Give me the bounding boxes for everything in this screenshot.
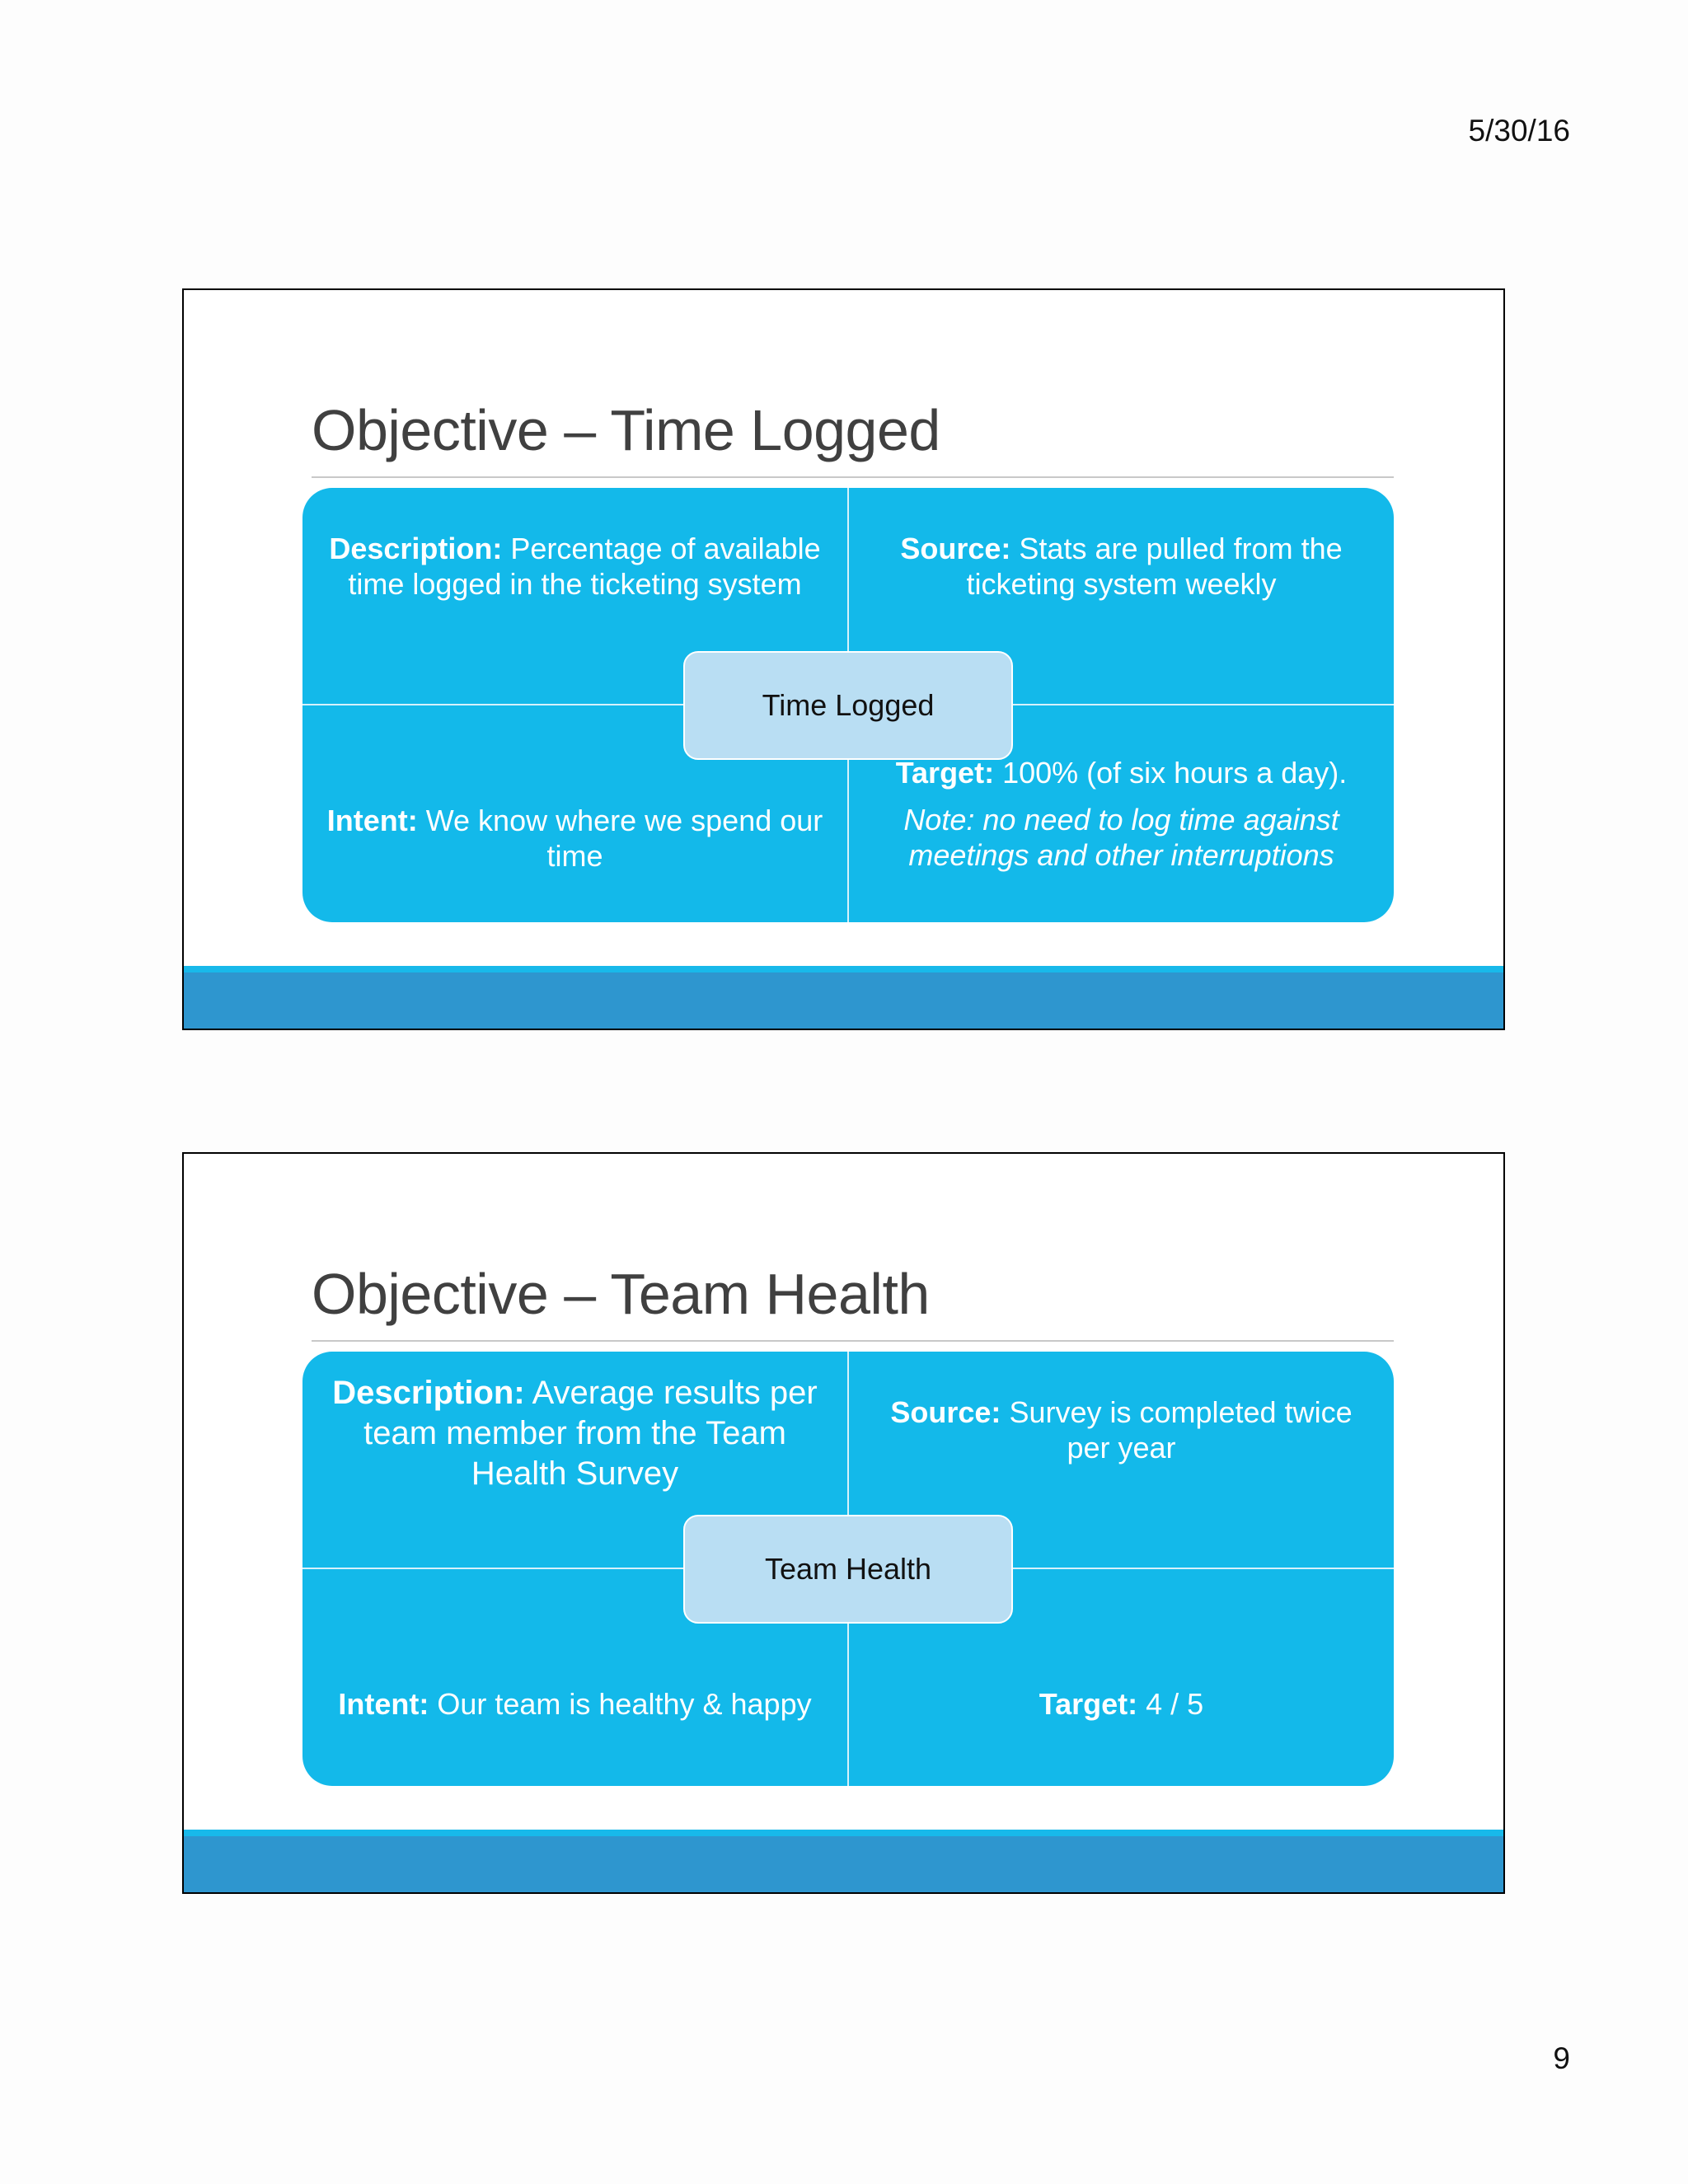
intent-text: We know where we spend our time	[417, 804, 823, 873]
footer-bar	[184, 1836, 1503, 1892]
target-label: Target:	[895, 756, 995, 790]
slide-time-logged: Objective – Time Logged Description: Per…	[182, 288, 1505, 1030]
objective-matrix: Description: Average results per team me…	[302, 1352, 1394, 1786]
intent-label: Intent:	[338, 1687, 429, 1721]
slide-team-health: Objective – Team Health Description: Ave…	[182, 1152, 1505, 1894]
intent-text: Our team is healthy & happy	[429, 1687, 812, 1721]
footer-accent-stripe	[184, 1830, 1503, 1836]
description-label: Description:	[329, 532, 503, 565]
source-label: Source:	[890, 1395, 1001, 1429]
quadrant-target: Target: 100% (of six hours a day). Note:…	[849, 705, 1394, 921]
description-text: Percentage of available time logged in t…	[348, 532, 821, 601]
quadrant-description: Description: Average results per team me…	[302, 1352, 847, 1568]
source-text: Survey is completed twice per year	[1001, 1395, 1353, 1465]
objective-matrix: Description: Percentage of available tim…	[302, 488, 1394, 922]
slide-title: Objective – Time Logged	[312, 398, 940, 462]
quadrant-intent: Intent: Our team is healthy & happy	[302, 1569, 847, 1785]
intent-label: Intent:	[326, 804, 418, 837]
source-label: Source:	[900, 532, 1011, 565]
center-label-box: Team Health	[683, 1515, 1013, 1624]
target-text: 100% (of six hours a day).	[994, 756, 1348, 790]
target-text: 4 / 5	[1137, 1687, 1204, 1721]
footer-accent-stripe	[184, 966, 1503, 972]
description-label: Description:	[332, 1375, 525, 1411]
title-underline	[312, 1340, 1394, 1342]
quadrant-source: Source: Stats are pulled from the ticket…	[849, 488, 1394, 704]
footer-bar	[184, 972, 1503, 1029]
slide-title: Objective – Team Health	[312, 1262, 930, 1326]
center-label-box: Time Logged	[683, 651, 1013, 760]
description-text: Average results per team member from the…	[363, 1375, 818, 1492]
quadrant-source: Source: Survey is completed twice per ye…	[849, 1352, 1394, 1568]
quadrant-target: Target: 4 / 5	[849, 1569, 1394, 1785]
target-note: Note: no need to log time against meetin…	[903, 803, 1339, 872]
quadrant-intent: Intent: We know where we spend our time	[302, 705, 847, 921]
quadrant-description: Description: Percentage of available tim…	[302, 488, 847, 704]
title-underline	[312, 476, 1394, 478]
page-date: 5/30/16	[1468, 114, 1570, 148]
source-text: Stats are pulled from the ticketing syst…	[966, 532, 1343, 601]
target-label: Target:	[1039, 1687, 1138, 1721]
page-number: 9	[1553, 2041, 1570, 2075]
